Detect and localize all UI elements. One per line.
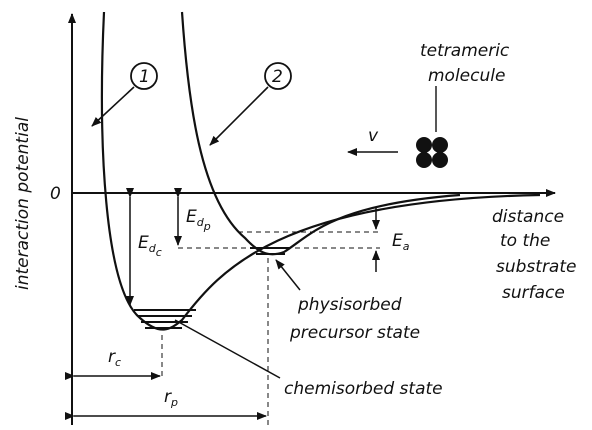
chemisorbed-pointer (174, 319, 281, 379)
svg-text:1: 1 (139, 67, 150, 87)
curve-1-marker: 1 (91, 62, 158, 127)
chemisorbed-levels (134, 309, 196, 329)
y-axis-label: interaction potential (13, 117, 33, 290)
svg-text:Edc: Edc (138, 233, 162, 259)
svg-text:Edp: Edp (186, 207, 211, 233)
x-axis-label-line-4: surface (502, 283, 565, 303)
curve-2-marker: 2 (209, 62, 292, 146)
e-a-marker: Ea (372, 207, 410, 272)
r-p-marker: rp (65, 387, 267, 420)
svg-text:rp: rp (164, 387, 178, 409)
molecule-label-line-1: tetrameric (420, 41, 510, 61)
zero-label: 0 (50, 184, 61, 204)
chemisorbed-label: chemisorbed state (284, 379, 443, 399)
x-axis-label-line-2: to the (500, 231, 550, 251)
tetrameric-molecule-icon (416, 137, 448, 168)
r-c-marker: rc (65, 347, 161, 380)
curve-2-physisorption (180, 11, 461, 256)
svg-text:Ea: Ea (392, 231, 410, 253)
svg-text:rc: rc (108, 347, 121, 369)
physisorbed-pointer (275, 259, 301, 291)
physisorbed-label-line-2: precursor state (289, 323, 420, 343)
x-axis-label-line-3: substrate (496, 257, 576, 277)
velocity-label: v (368, 126, 379, 146)
e-dc-marker: Edc (126, 188, 162, 306)
svg-text:2: 2 (272, 67, 283, 87)
x-axis-label-line-1: distance (492, 207, 564, 227)
physisorbed-label-line-1: physisorbed (297, 295, 402, 315)
e-dp-marker: Edp (174, 188, 211, 246)
molecule-label-line-2: molecule (428, 66, 505, 86)
